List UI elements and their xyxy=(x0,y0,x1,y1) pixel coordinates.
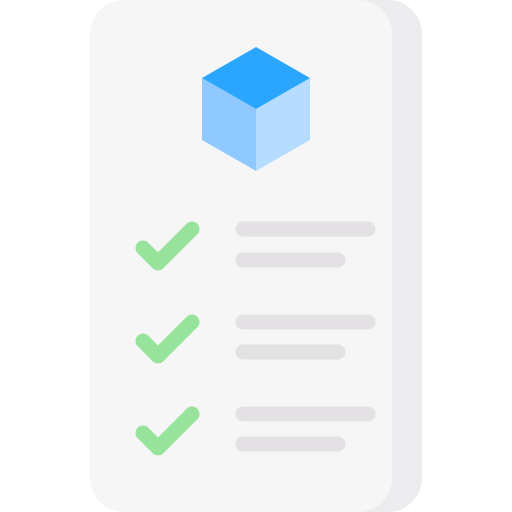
checkmark-icon xyxy=(135,314,200,364)
checkmark-icon xyxy=(135,406,200,456)
checklist-item xyxy=(135,406,376,456)
checklist-item xyxy=(135,314,376,364)
checklist-item xyxy=(135,221,376,271)
checkmark-icon xyxy=(135,221,200,271)
cube-icon xyxy=(202,47,310,171)
cube-top-face xyxy=(202,47,310,109)
